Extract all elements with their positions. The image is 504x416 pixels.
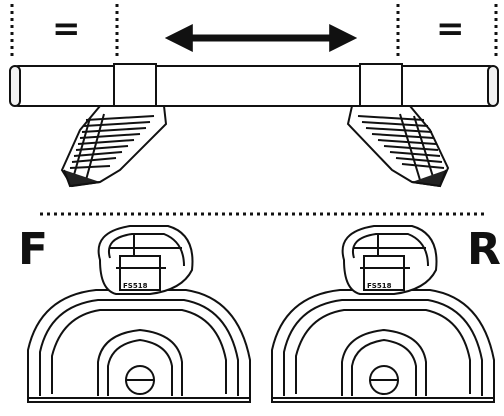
foot-side-view-rear [271,225,495,403]
spacing-guide-lines [10,4,498,58]
mount-clamp-right [359,63,403,109]
rear-label: R [467,224,501,275]
equal-spacing-mark-left: = [52,9,81,49]
foot-side-view-front [27,225,251,403]
crossbar-endcap-right [487,65,499,107]
foot-model-label-front: FS518 [123,282,148,290]
crossbar [9,63,499,109]
front-label: F [18,224,49,275]
equal-spacing-mark-right: = [436,9,465,49]
foot-top-view-right [346,105,450,188]
mount-clamp-left [113,63,157,109]
crossbar-endcap-left [9,65,21,107]
foot-model-label-rear: FS518 [367,282,392,290]
foot-top-view-left [60,105,168,188]
crossbar-tube [9,65,499,107]
